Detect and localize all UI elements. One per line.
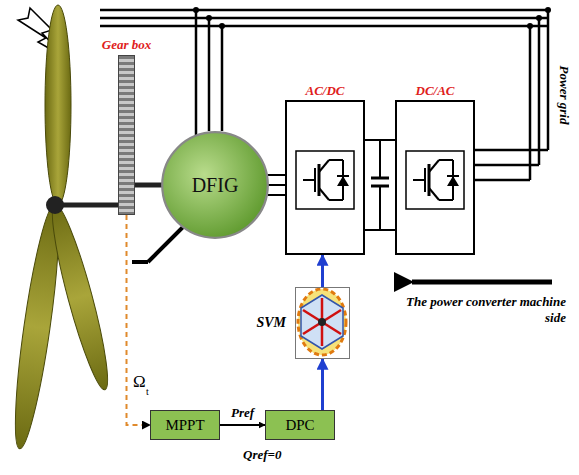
ac-dc-converter: AC/DC bbox=[285, 100, 365, 255]
rotor-wire bbox=[268, 184, 285, 186]
edge-label: Pref bbox=[231, 405, 254, 421]
drawing-stroke bbox=[412, 280, 552, 285]
svm-hexagon-icon bbox=[298, 289, 346, 355]
node-label: AC/DC bbox=[305, 83, 344, 99]
svm-block: SVM bbox=[295, 287, 350, 359]
turbine-blades bbox=[7, 5, 162, 451]
drawing-stroke bbox=[527, 23, 533, 29]
drawing-stroke bbox=[55, 203, 118, 208]
drawing-stroke bbox=[100, 17, 548, 20]
drawing-stroke bbox=[193, 7, 199, 13]
power-grid-label: Power grid bbox=[556, 66, 572, 125]
dc-ac-converter: DC/AC bbox=[395, 100, 475, 255]
junction-dots bbox=[193, 7, 551, 29]
drawing-stroke bbox=[268, 174, 285, 176]
drawing-stroke bbox=[547, 10, 550, 150]
node-label: DPC bbox=[285, 417, 314, 434]
mppt-block: MPPT bbox=[150, 410, 220, 440]
drawing-stroke bbox=[303, 298, 341, 346]
dc-link-capacitor bbox=[365, 140, 395, 230]
drawing-stroke bbox=[221, 26, 224, 131]
drawing-stroke bbox=[371, 177, 389, 180]
power-flow-arrow bbox=[412, 282, 552, 283]
drawing-stroke bbox=[46, 196, 64, 214]
drawing-stroke bbox=[406, 151, 464, 209]
drawing-stroke bbox=[538, 18, 541, 165]
speed-signal bbox=[127, 215, 151, 425]
converter-side-caption: The power converter machine side bbox=[398, 294, 566, 327]
drawing-stroke bbox=[268, 194, 285, 196]
gearbox: Gear box bbox=[118, 55, 135, 215]
generator-circle-shape bbox=[162, 132, 268, 238]
dc-bus bbox=[365, 139, 395, 141]
drawing-stroke bbox=[529, 26, 532, 180]
drawing-stroke bbox=[298, 289, 346, 355]
drawing-stroke bbox=[45, 5, 71, 205]
drawing-stroke bbox=[536, 15, 542, 21]
power-reference-arrow bbox=[220, 424, 265, 426]
drawing-stroke bbox=[100, 25, 548, 28]
rotor-speed-subscript: t bbox=[146, 386, 149, 397]
rotor-speed-symbol: Ω bbox=[133, 372, 146, 392]
drawing-stroke bbox=[379, 140, 381, 178]
drawing-stroke bbox=[318, 318, 326, 326]
drawing-stroke bbox=[365, 229, 395, 231]
drawing-stroke bbox=[132, 260, 148, 264]
node-label: DC/AC bbox=[415, 83, 454, 99]
switching-signal-arrow bbox=[321, 255, 324, 287]
drawing-stroke bbox=[195, 10, 198, 146]
node-label: SVM bbox=[256, 315, 286, 331]
node-label: Gear box bbox=[102, 37, 151, 53]
control-signal-arrow bbox=[321, 359, 324, 410]
dpc-block: DPC bbox=[265, 410, 335, 440]
reactive-power-reference: Qref=0 bbox=[243, 447, 281, 463]
drawing-stroke bbox=[301, 295, 343, 349]
drawing-stroke bbox=[475, 179, 530, 182]
drawing-stroke bbox=[475, 149, 548, 152]
node-label: MPPT bbox=[165, 417, 204, 434]
drawing-stroke bbox=[43, 201, 116, 393]
drawing-stroke bbox=[296, 151, 354, 209]
drawing-stroke bbox=[208, 18, 211, 131]
drawing-stroke bbox=[379, 186, 381, 230]
dfig-generator: DFIG bbox=[160, 130, 270, 240]
drawing-stroke bbox=[475, 164, 539, 167]
node-label: DFIG bbox=[192, 174, 239, 197]
drawing-stroke bbox=[100, 9, 548, 12]
drawing-stroke bbox=[206, 15, 212, 21]
drawing-stroke bbox=[545, 7, 551, 13]
drawing-stroke bbox=[219, 23, 225, 29]
rotor-wires bbox=[268, 175, 285, 195]
drawing-stroke bbox=[43, 201, 116, 393]
drawing-stroke bbox=[135, 183, 162, 188]
